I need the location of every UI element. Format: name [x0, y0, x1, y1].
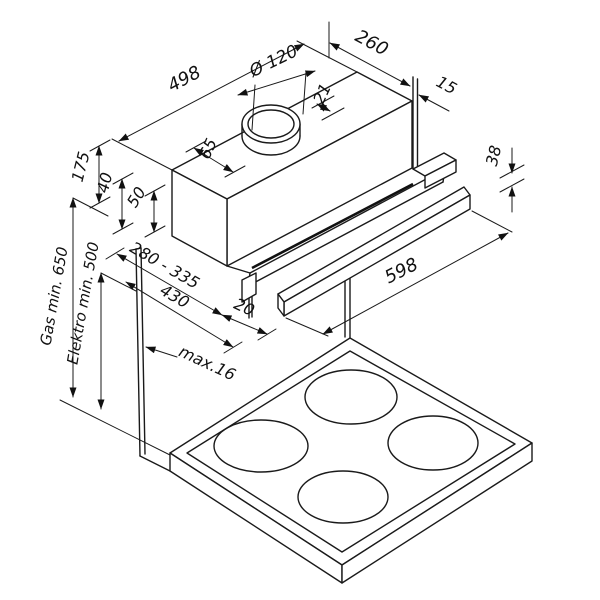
dim-260-line [329, 42, 411, 87]
cooktop [169, 337, 533, 584]
dim-label-max16: max.16 [176, 342, 239, 385]
dim-598-line [322, 232, 509, 335]
dim-label-20: 20 [231, 294, 257, 320]
dim-label-gas: Gas min. 650 [37, 245, 72, 346]
dim-label-40: 40 [93, 170, 116, 194]
burner-back [304, 369, 398, 425]
dim-diameter-line [237, 70, 316, 96]
dim-21-line [316, 103, 331, 112]
burner-front [297, 470, 389, 524]
telescopic-gap [251, 182, 414, 270]
dim-label-175: 175 [68, 150, 94, 184]
dim-label-duct-diameter: Ø 120 [246, 41, 302, 82]
dim-label-15: 15 [433, 72, 460, 98]
cabinet-shelf-right [412, 152, 457, 189]
wall-reference-lines [412, 76, 419, 172]
dim-label-38: 38 [482, 143, 505, 167]
dim-label-498: 498 [164, 62, 204, 97]
burner-right [387, 415, 479, 471]
dim-15-line [418, 94, 450, 112]
dim-label-260: 260 [351, 26, 391, 61]
burner-left [213, 419, 309, 473]
dim-20-line [221, 314, 268, 335]
dim-498-line [118, 43, 305, 142]
dimension-lines [59, 21, 525, 456]
dim-65-line [193, 147, 234, 173]
dim-max16-leader [145, 346, 178, 358]
dim-430-line [125, 281, 234, 348]
hood-left-face [171, 169, 228, 267]
visor-left-step [241, 272, 257, 303]
dim-label-50: 50 [123, 183, 150, 210]
